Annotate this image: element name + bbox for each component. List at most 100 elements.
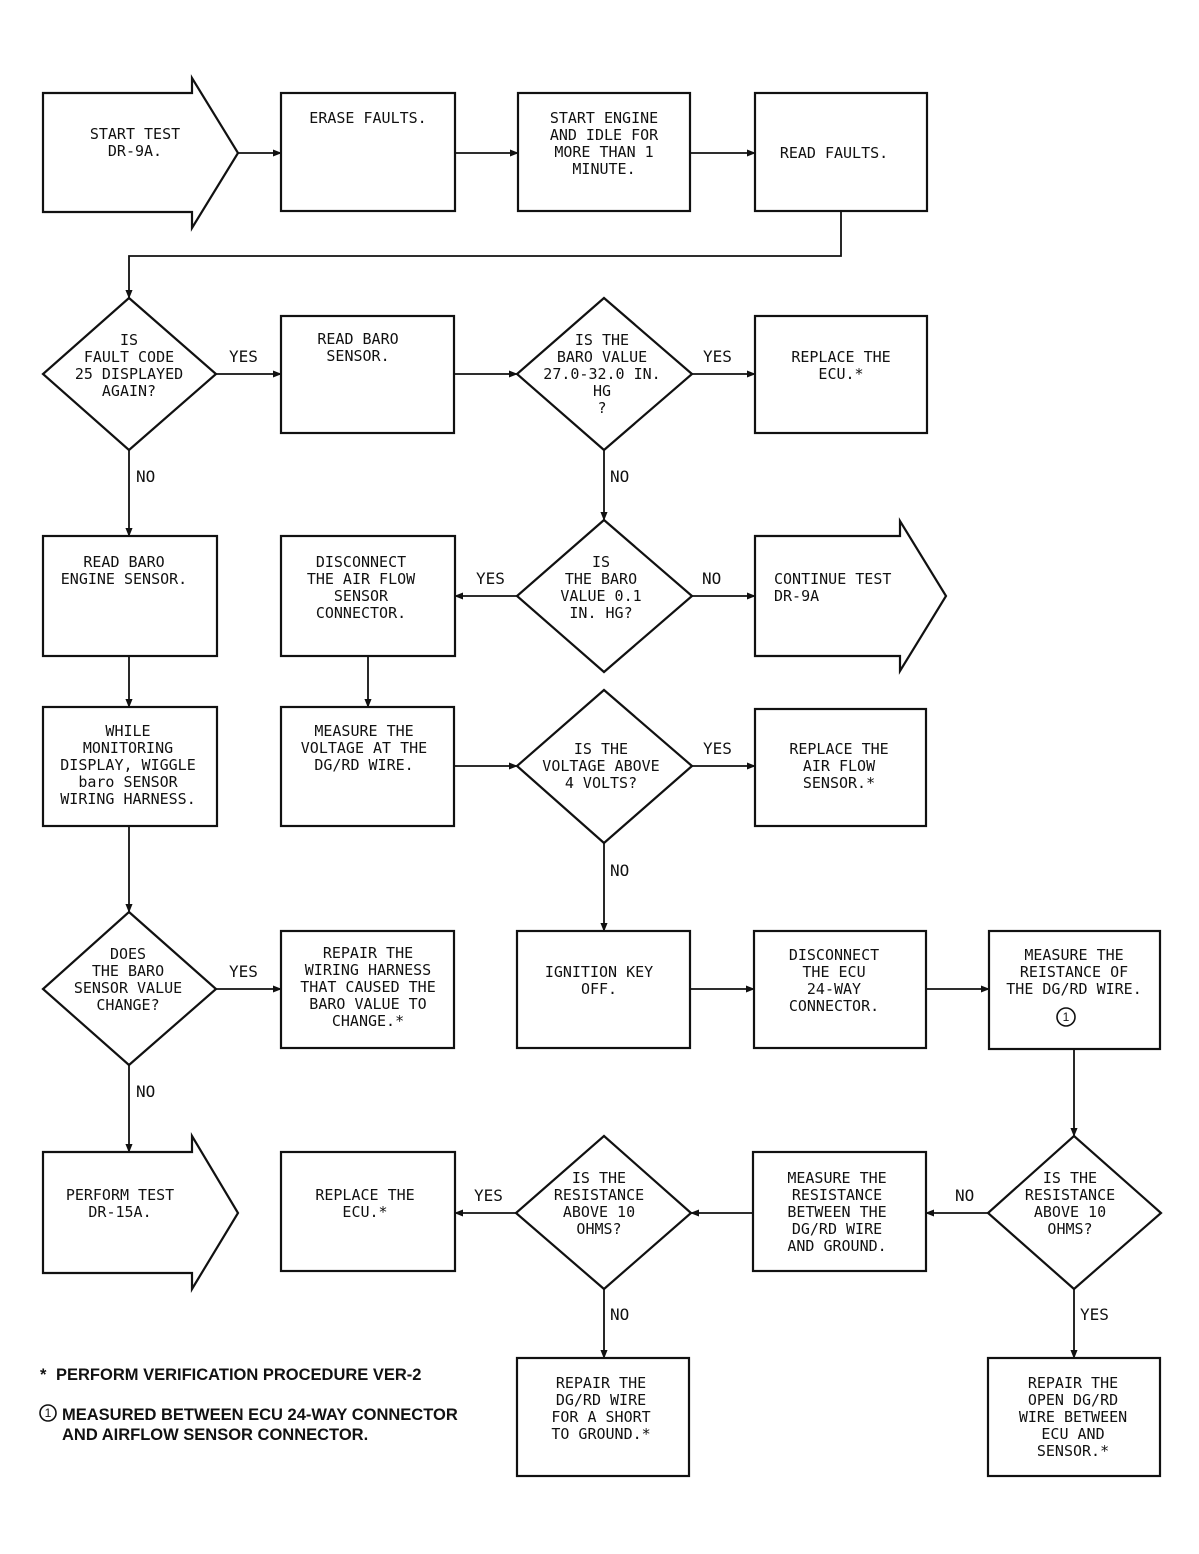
label-qbaro01-no: NO [702, 569, 721, 588]
node-text-line: VALUE 0.1 [560, 587, 641, 605]
node-text-line: DR-9A. [108, 142, 162, 160]
node-text-line: BETWEEN THE [787, 1203, 886, 1221]
node-text-line: CONNECTOR. [789, 997, 879, 1015]
label-qvoltage-no: NO [610, 861, 629, 880]
label-q25-yes: YES [229, 347, 258, 366]
node-text-line: MEASURE THE [1024, 946, 1123, 964]
node-text-line: BARO VALUE TO [309, 995, 426, 1013]
node-text-line: DISPLAY, WIGGLE [60, 756, 195, 774]
node-erase-faults: ERASE FAULTS. [279, 91, 457, 213]
node-text-line: ABOVE 10 [563, 1203, 635, 1221]
measurement-marker-number: 1 [1063, 1010, 1070, 1024]
node-text-line: MINUTE. [572, 160, 635, 178]
node-text-line: RESISTANCE [554, 1186, 644, 1204]
node-text-line: THE BARO [565, 570, 637, 588]
node-read-faults: READ FAULTS. [753, 91, 929, 213]
node-text-line: IS THE [574, 740, 628, 758]
node-text-line: 27.0-32.0 IN. [543, 365, 660, 383]
node-text-line: CHANGE.* [332, 1012, 404, 1030]
node-text-line: AND IDLE FOR [550, 126, 659, 144]
node-text-line: DR-9A [774, 587, 819, 605]
connectors [125, 149, 1078, 1359]
node-text-line: PERFORM TEST [66, 1186, 174, 1204]
node-text-line: THE DG/RD WIRE. [1006, 980, 1141, 998]
node-text-line: READ BARO [83, 553, 164, 571]
node-text-line: WIRING HARNESS [305, 961, 431, 979]
node-text-line: CONTINUE TEST [774, 570, 891, 588]
node-text-line: THE ECU [802, 963, 865, 981]
node-text-line: IGNITION KEY [545, 963, 653, 981]
node-text-line: IN. HG? [569, 604, 632, 622]
node-text-line: REPLACE THE [315, 1186, 414, 1204]
node-text-line: READ BARO [317, 330, 398, 348]
label-qbarorange-yes: YES [703, 347, 732, 366]
node-text-line: VOLTAGE ABOVE [542, 757, 659, 775]
node-text-line: REPLACE THE [791, 348, 890, 366]
label-qresground-yes: YES [474, 1186, 503, 1205]
node-text-line: ECU AND [1041, 1425, 1104, 1443]
node-text-line: 25 DISPLAYED [75, 365, 183, 383]
node-text-line: SENSOR [334, 587, 389, 605]
node-text-line: REPAIR THE [1028, 1374, 1118, 1392]
node-text-line: OHMS? [1047, 1220, 1092, 1238]
footnote-measurement-marker-number: 1 [45, 1406, 52, 1420]
node-text-line: SENSOR.* [803, 774, 875, 792]
node-text-line: BARO VALUE [557, 348, 647, 366]
node-text-line: ECU.* [818, 365, 863, 383]
label-qbarochange-no: NO [136, 1082, 155, 1101]
footnote-measured-between-line2: AND AIRFLOW SENSOR CONNECTOR. [62, 1426, 368, 1444]
footnote-verification: PERFORM VERIFICATION PROCEDURE VER-2 [56, 1366, 421, 1384]
node-text-line: THE BARO [92, 962, 164, 980]
node-text-line: TO GROUND.* [551, 1425, 650, 1443]
label-qbarorange-no: NO [610, 467, 629, 486]
node-text-line: FAULT CODE [84, 348, 174, 366]
node-text-line: AND GROUND. [787, 1237, 886, 1255]
node-text-line: MEASURE THE [787, 1169, 886, 1187]
node-read-faults-text: READ FAULTS. [780, 144, 888, 162]
node-text-line: MORE THAN 1 [554, 143, 653, 161]
node-text-line: 4 VOLTS? [565, 774, 637, 792]
node-text-line: SENSOR. [326, 347, 389, 365]
node-text-line: IS [120, 331, 138, 349]
node-text-line: REPLACE THE [789, 740, 888, 758]
node-text-line: CONNECTOR. [316, 604, 406, 622]
node-text-line: WHILE [105, 722, 150, 740]
node-text-line: DOES [110, 945, 146, 963]
footnote-asterisk: * [40, 1366, 47, 1384]
node-text-line: ECU.* [342, 1203, 387, 1221]
label-qresopen-yes: YES [1080, 1305, 1109, 1324]
node-text-line: OHMS? [576, 1220, 621, 1238]
footnote-measurement-marker-icon [39, 1404, 57, 1422]
node-text-line: WIRE BETWEEN [1019, 1408, 1127, 1426]
edge-labels: YES NO YES NO YES NO YES NO YES NO NO YE… [136, 347, 1109, 1324]
